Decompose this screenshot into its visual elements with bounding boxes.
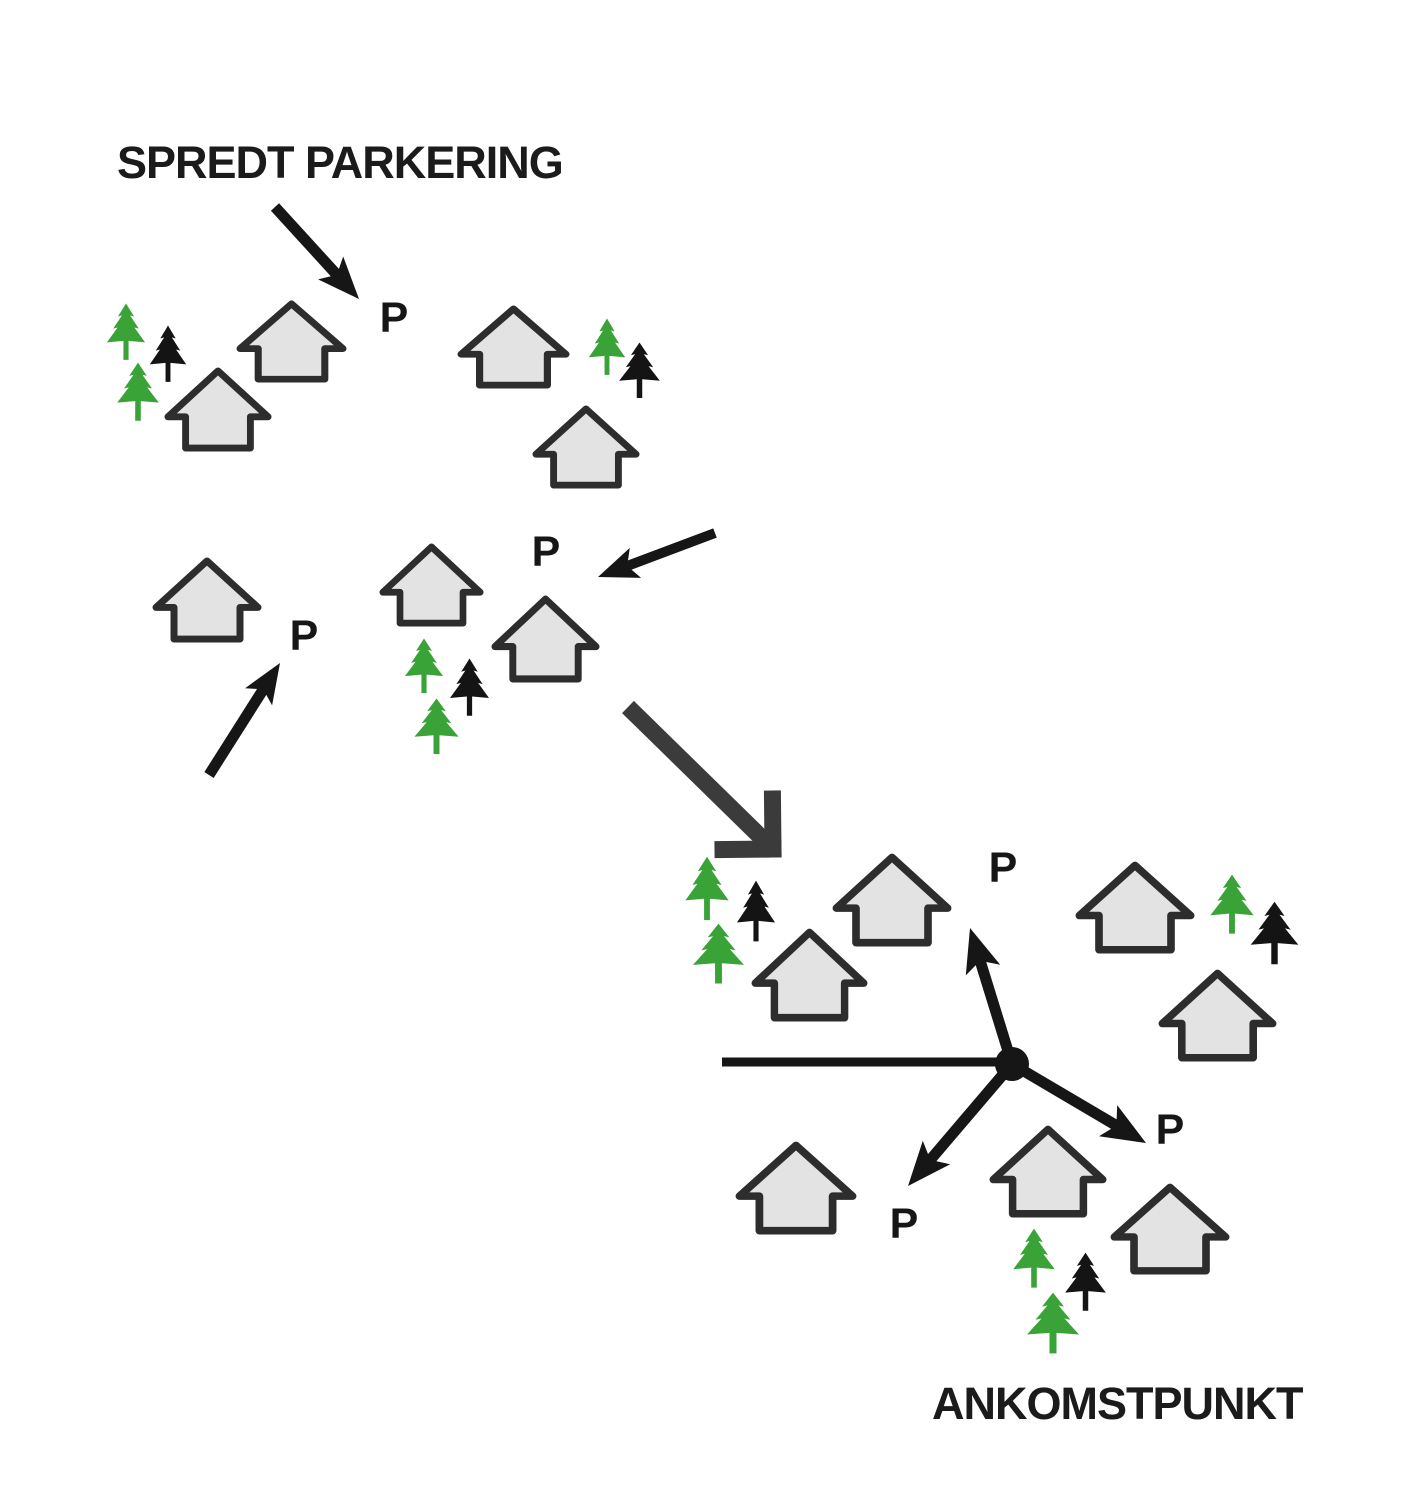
house-icon	[1162, 973, 1272, 1057]
pine-tree-icon	[414, 698, 459, 754]
house-icon	[168, 371, 268, 448]
house-icon	[1079, 865, 1190, 949]
pine-tree-icon	[1210, 874, 1254, 934]
direction-arrow	[622, 700, 782, 859]
parking-marker: P	[989, 844, 1018, 892]
parking-marker: P	[532, 528, 561, 576]
house-icon	[156, 561, 258, 639]
house-icon	[495, 599, 596, 679]
pine-tree-icon	[149, 325, 187, 382]
parking-marker: P	[890, 1200, 919, 1248]
direction-arrow	[908, 1060, 1017, 1186]
ankomstpunkt-label: ANKOMSTPUNKT	[932, 1378, 1303, 1429]
direction-arrow	[270, 203, 359, 299]
arrows-layer	[204, 203, 1146, 1186]
direction-arrow	[204, 663, 280, 778]
pine-tree-icon	[106, 303, 146, 360]
pine-tree-icon	[619, 342, 660, 398]
house-icon	[383, 547, 480, 623]
pine-tree-icon	[117, 362, 159, 421]
pine-tree-icon	[1065, 1252, 1106, 1311]
house-icon	[739, 1145, 852, 1230]
parking-marker: P	[290, 612, 319, 660]
house-icon	[240, 304, 343, 379]
house-icon	[755, 932, 863, 1017]
arrow-shaft	[1009, 1059, 1127, 1135]
trees-layer	[106, 303, 1299, 1354]
pine-tree-icon	[588, 318, 626, 375]
pine-tree-icon	[404, 638, 444, 694]
direction-arrow	[965, 928, 1018, 1066]
arrow-shaft	[972, 951, 1018, 1066]
arrival-hub-node	[995, 1047, 1029, 1081]
arrowhead	[245, 663, 280, 706]
house-icon	[536, 409, 636, 485]
arrowhead	[908, 1140, 951, 1186]
arrow-shaft	[204, 680, 272, 778]
arrowhead	[598, 547, 642, 578]
arrow-shaft	[618, 528, 717, 574]
arrow-shaft	[622, 700, 775, 851]
house-icon	[993, 1129, 1102, 1213]
pine-tree-icon	[685, 856, 729, 921]
house-icon	[461, 309, 566, 385]
parking-marker: P	[380, 294, 409, 342]
house-icon	[1114, 1187, 1225, 1270]
pine-tree-icon	[736, 880, 776, 942]
direction-arrow	[1009, 1059, 1146, 1143]
labels-layer: P P P P P P SPREDT PARKERING ANKOMSTPUNKT	[117, 137, 1304, 1429]
arrival-hub-layer	[995, 1047, 1029, 1081]
arrowhead	[965, 928, 1001, 976]
house-icon	[836, 857, 947, 942]
arrow-shaft	[920, 1060, 1017, 1170]
arrowhead	[318, 256, 359, 299]
pine-tree-icon	[1027, 1292, 1079, 1354]
pine-tree-icon	[1013, 1228, 1055, 1288]
direction-arrow	[598, 528, 717, 578]
pine-tree-icon	[450, 658, 489, 716]
spredt-parkering-label: SPREDT PARKERING	[117, 137, 563, 188]
arrowhead-barb	[714, 840, 782, 859]
parking-marker: P	[1156, 1106, 1185, 1154]
arrow-shaft	[270, 203, 347, 285]
pine-tree-icon	[1250, 901, 1299, 965]
pine-tree-icon	[692, 923, 745, 984]
arrowhead	[1099, 1105, 1146, 1143]
